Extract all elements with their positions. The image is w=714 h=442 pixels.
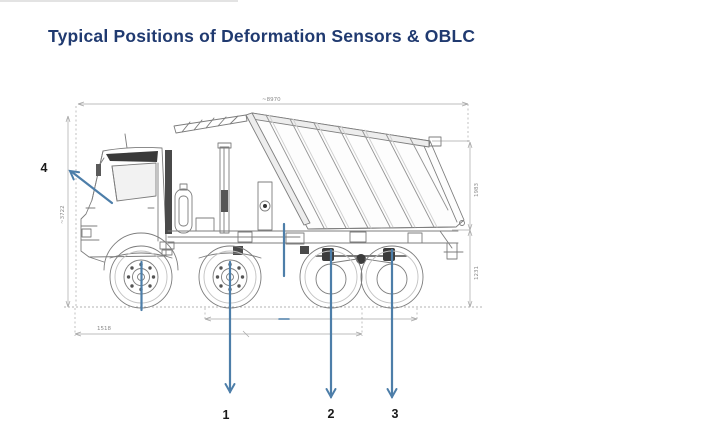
- dump-body: [245, 112, 465, 230]
- dim-chassis-height: 1231: [474, 266, 480, 280]
- dim-front-overhang: 1518: [97, 326, 111, 332]
- sensor-label-3: 3: [392, 407, 399, 421]
- page-title: Typical Positions of Deformation Sensors…: [48, 26, 476, 46]
- sensor-label-4: 4: [41, 161, 48, 175]
- scan-artifact: [0, 0, 238, 2]
- truck-outline: [80, 112, 465, 309]
- sensor-arrow-1: [224, 260, 236, 395]
- oblc-arrow-4: [68, 169, 114, 205]
- wheel-front-1: [109, 245, 173, 309]
- body-ribs: [265, 114, 449, 229]
- body-ribs-shade: [268, 114, 438, 229]
- sensor-label-2: 2: [328, 407, 335, 421]
- cab-protector: [173, 114, 248, 134]
- sensor-arrow-2: [325, 248, 337, 400]
- dim-overall-height: ~3722: [60, 205, 66, 224]
- sensor-label-1: 1: [223, 408, 230, 422]
- dim-body-height: 1983: [474, 183, 480, 197]
- sensor-markers: [68, 169, 398, 400]
- hoist-cylinder: [217, 142, 232, 234]
- cab: [80, 133, 179, 271]
- dim-overall-length: ~8970: [262, 97, 281, 103]
- dimension-lines: [64, 101, 482, 338]
- exhaust-and-tank: [165, 150, 193, 234]
- sensor-arrow-3: [386, 248, 398, 400]
